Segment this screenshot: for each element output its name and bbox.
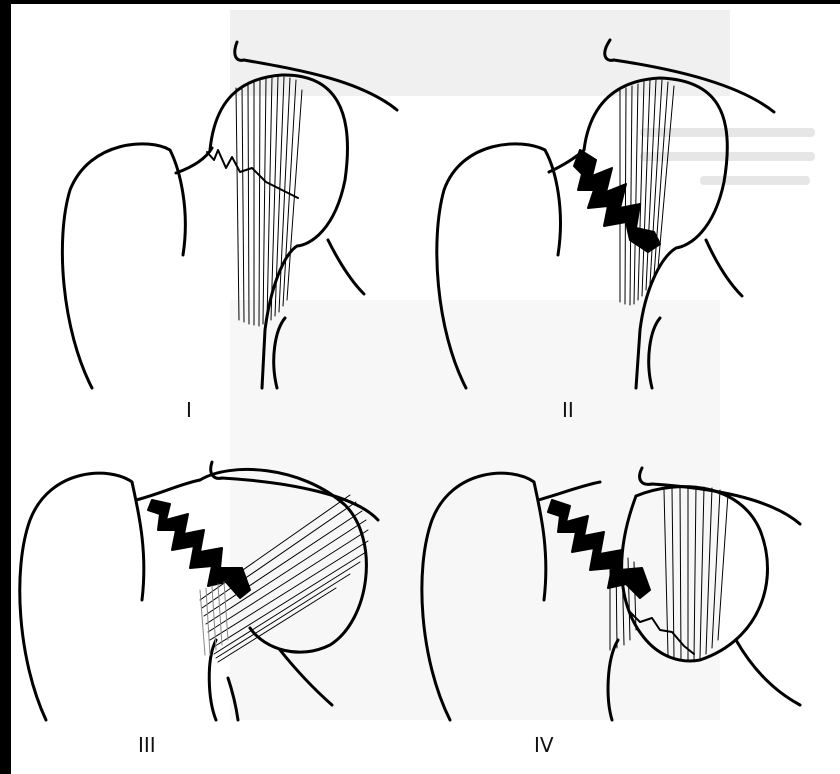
greater-trochanter (20, 473, 144, 720)
panel-4-trabecular-lines (664, 486, 728, 660)
calcar-inner (274, 318, 285, 388)
lesser-trochanter (736, 640, 800, 705)
lesser-trochanter (706, 240, 742, 296)
greater-trochanter (437, 144, 561, 388)
panel-2-trabecular-lines (620, 80, 674, 305)
panel-label-iii: III (138, 733, 156, 757)
femoral-head (584, 78, 727, 388)
panel-label-i: I (186, 398, 192, 422)
greater-trochanter (422, 473, 546, 720)
femoral-head-rotated (200, 469, 366, 652)
calcar-inner (649, 318, 660, 388)
panel-1-trabecular-lines (236, 77, 302, 326)
panel-label-ii: II (562, 398, 574, 422)
acetabulum-rim (605, 40, 774, 112)
fracture-complete-partially-displaced (148, 500, 250, 598)
lower-neck (608, 640, 618, 720)
femoral-neck-upper (136, 480, 200, 500)
femoral-neck-upper (538, 482, 600, 500)
lesser-trochanter (280, 650, 332, 705)
panel-1-drawing (62, 42, 397, 388)
greater-trochanter (62, 144, 185, 388)
panel-4-drawing (422, 468, 800, 720)
lesser-trochanter (328, 240, 364, 294)
femoral-head (210, 75, 347, 388)
acetabulum-rim (235, 42, 397, 110)
panel-3-drawing (20, 462, 378, 720)
calcar-inner (228, 678, 238, 720)
panel-label-iv: IV (534, 733, 554, 757)
